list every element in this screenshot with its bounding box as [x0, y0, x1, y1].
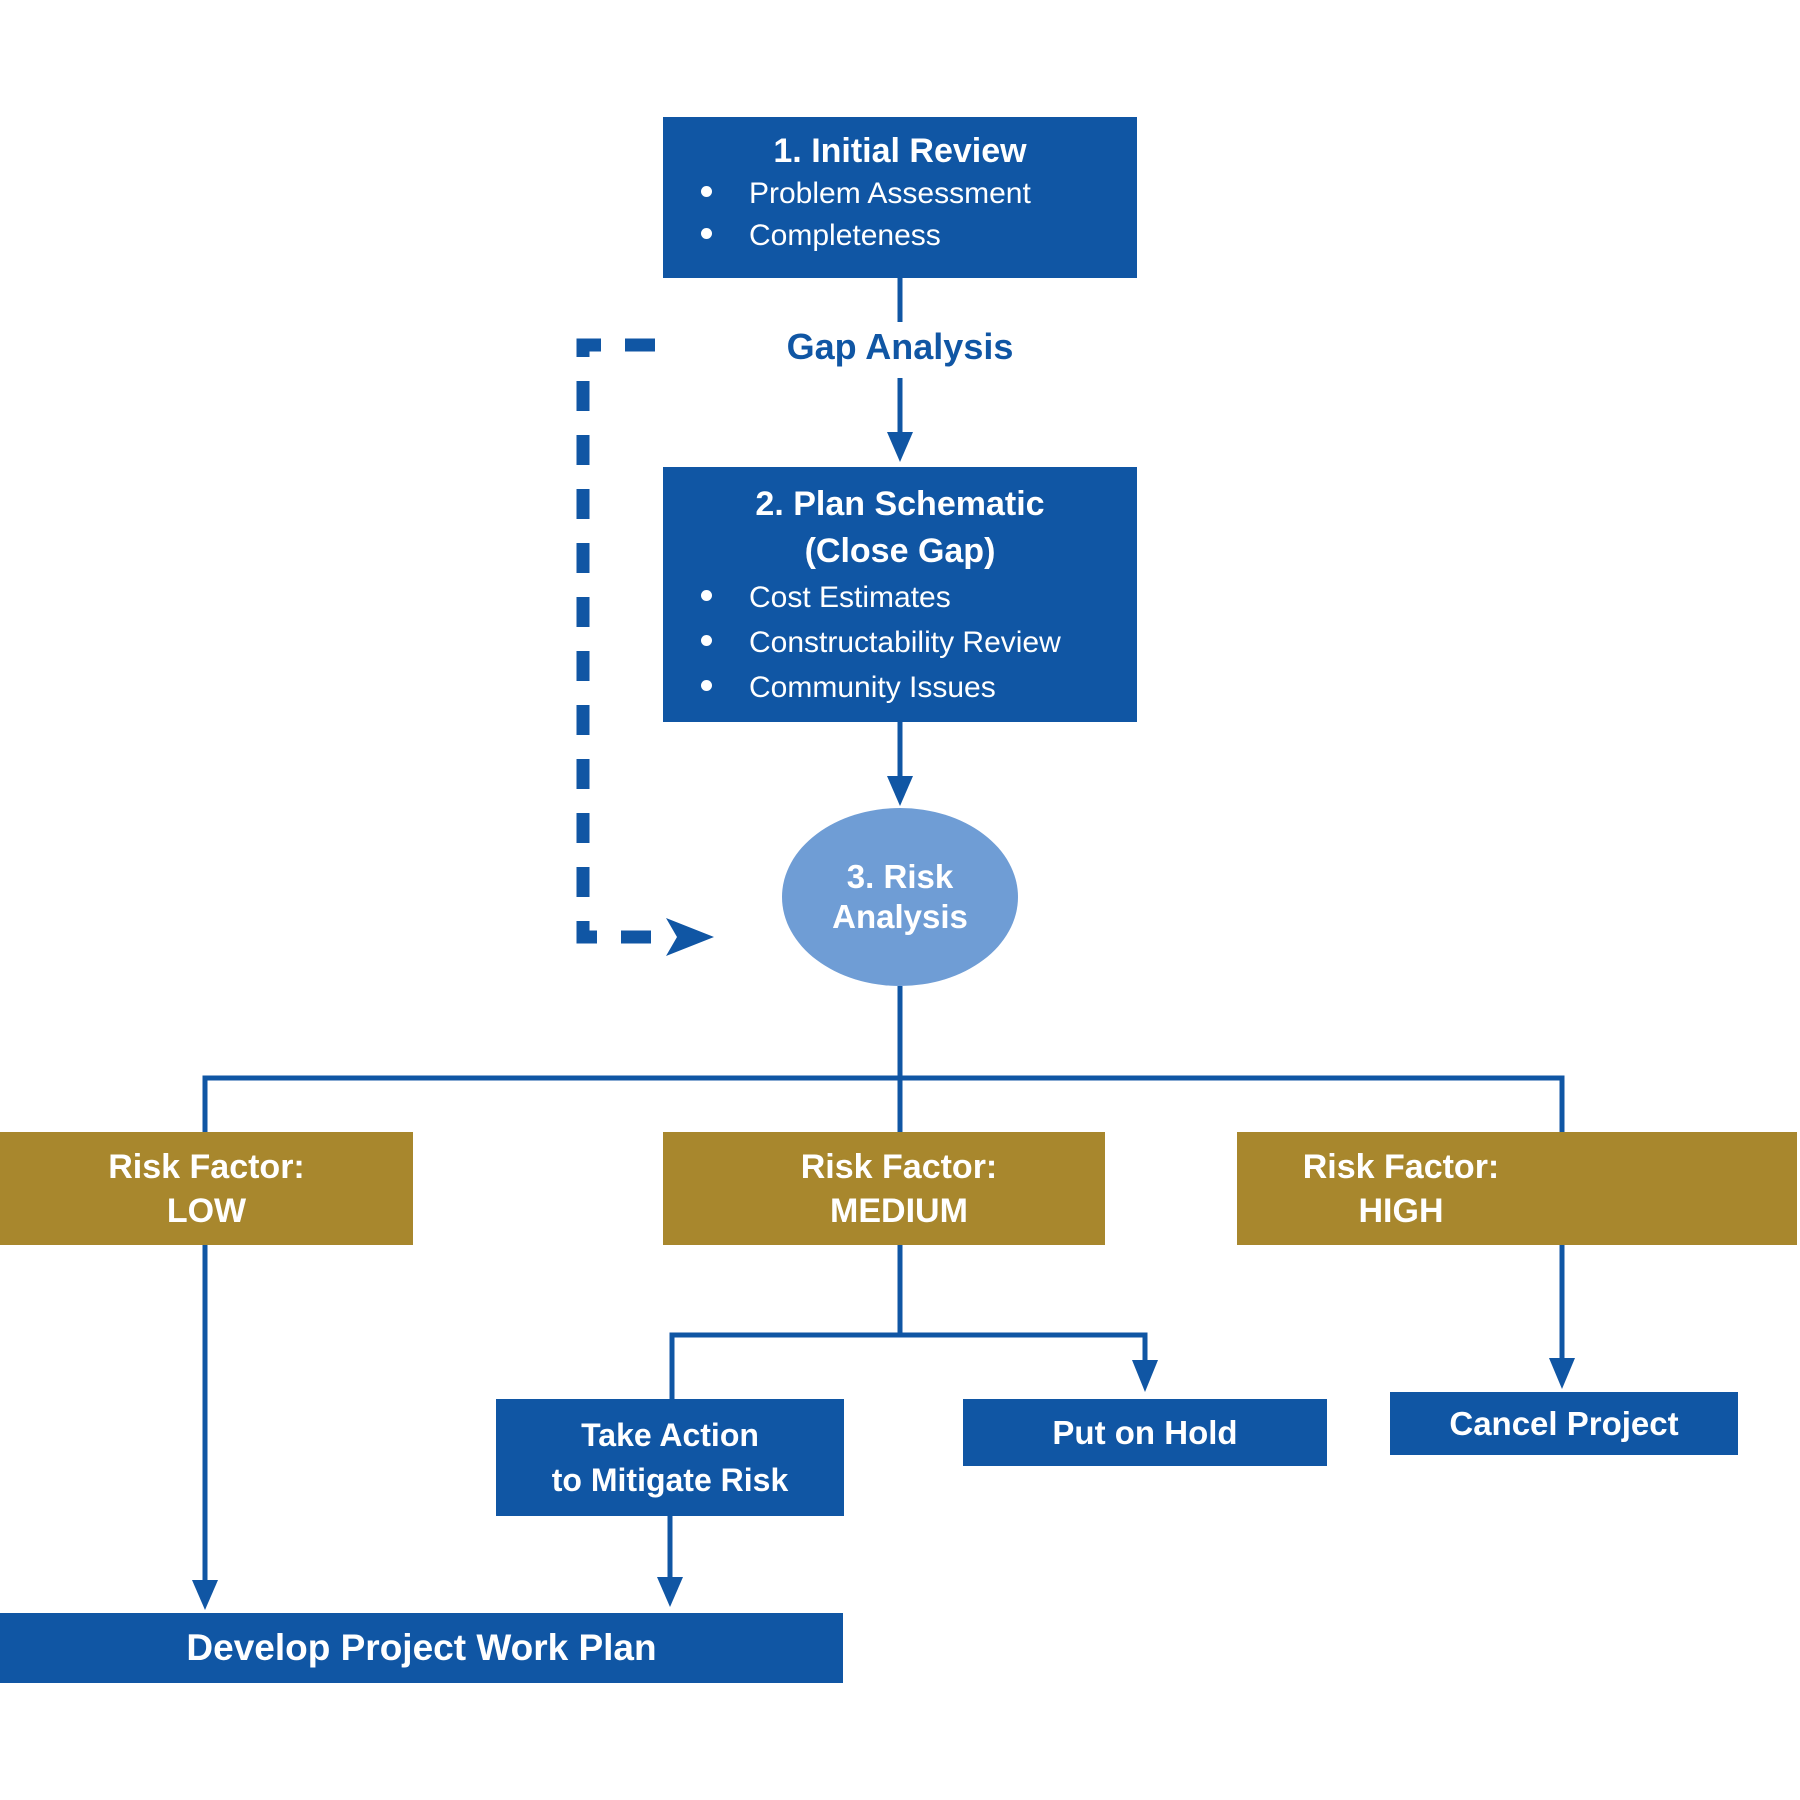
risk-medium-line1: Risk Factor:: [800, 1147, 998, 1186]
edge-feedback-dashed: [576, 338, 662, 944]
node-risk-factor-low: Risk Factor: LOW: [0, 1132, 413, 1245]
node-initial-review: 1. Initial Review Problem Assessment Com…: [663, 117, 1137, 278]
edge-branch-bar: [202, 1075, 1565, 1132]
risk-medium-line2: MEDIUM: [830, 1191, 968, 1230]
plan-schematic-bullet-1: Cost Estimates: [663, 575, 1137, 620]
arrowhead-takeaction-to-develop: [657, 1577, 683, 1607]
take-action-line1: Take Action: [581, 1416, 759, 1453]
bullet-dot-icon: [701, 228, 712, 239]
plan-schematic-title-line1: 2. Plan Schematic: [755, 485, 1045, 523]
arrowhead-plan-to-risk: [887, 776, 913, 806]
bullet-text: Cost Estimates: [749, 581, 951, 614]
plan-schematic-bullet-3: Community Issues: [663, 665, 1137, 710]
initial-review-bullet-2: Completeness: [663, 215, 1137, 257]
bullet-text: Completeness: [749, 219, 941, 252]
bullet-text: Constructability Review: [749, 626, 1061, 659]
risk-analysis-line1: 3. Risk: [846, 858, 954, 895]
bullet-dot-icon: [701, 186, 712, 197]
arrowhead-high-to-cancel: [1549, 1358, 1575, 1389]
node-risk-factor-medium: Risk Factor: MEDIUM: [663, 1132, 1105, 1245]
node-cancel-project: Cancel Project: [1390, 1392, 1738, 1455]
take-action-line2: to Mitigate Risk: [551, 1461, 789, 1498]
node-take-action: Take Action to Mitigate Risk: [496, 1399, 844, 1516]
node-put-on-hold: Put on Hold: [963, 1399, 1327, 1466]
risk-low-line2: LOW: [166, 1191, 247, 1230]
arrowhead-split-to-hold: [1132, 1360, 1158, 1392]
bullet-text: Community Issues: [749, 671, 996, 704]
edge-medium-split: [669, 1245, 1148, 1399]
node-risk-analysis: 3. Risk Analysis: [782, 808, 1018, 986]
node-plan-schematic: 2. Plan Schematic (Close Gap) Cost Estim…: [663, 467, 1137, 722]
risk-high-line1: Risk Factor:: [1302, 1147, 1500, 1186]
node-risk-factor-high: Risk Factor: HIGH: [1237, 1132, 1797, 1245]
gap-analysis-label: Gap Analysis: [786, 326, 1014, 367]
initial-review-title: 1. Initial Review: [773, 132, 1027, 170]
arrowhead-gap-to-plan: [887, 432, 913, 462]
risk-analysis-line2: Analysis: [832, 898, 968, 935]
bullet-dot-icon: [701, 635, 712, 646]
plan-schematic-bullet-2: Constructability Review: [663, 620, 1137, 665]
bullet-dot-icon: [701, 590, 712, 601]
bullet-dot-icon: [701, 680, 712, 691]
risk-low-line1: Risk Factor:: [108, 1147, 305, 1186]
risk-high-line2: HIGH: [1358, 1191, 1444, 1230]
arrowhead-low-to-develop: [192, 1580, 218, 1610]
plan-schematic-title-line2: (Close Gap): [804, 532, 996, 570]
arrowhead-feedback: [666, 918, 714, 956]
initial-review-bullet-1: Problem Assessment: [663, 173, 1137, 215]
node-develop-work-plan: Develop Project Work Plan: [0, 1613, 843, 1683]
bullet-text: Problem Assessment: [749, 177, 1031, 210]
